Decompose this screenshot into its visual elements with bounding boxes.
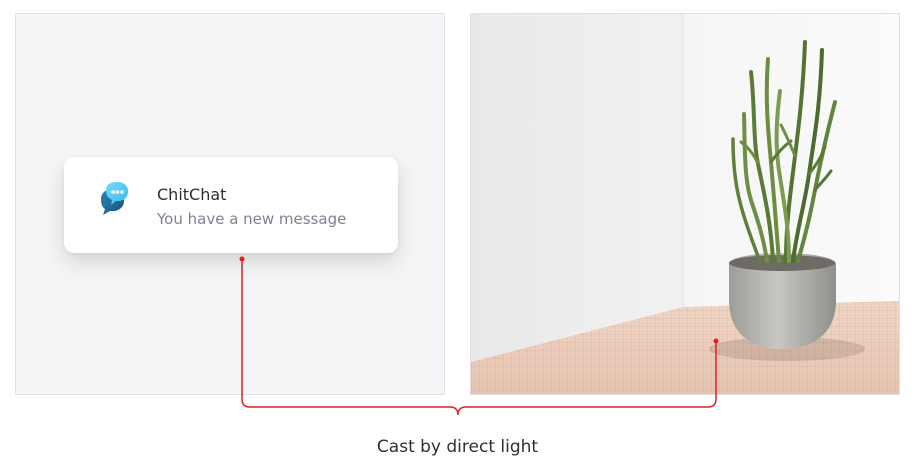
notification-card[interactable]: ChitChat You have a new message [64, 157, 398, 253]
photo-panel [470, 13, 900, 395]
notification-title: ChitChat [157, 185, 227, 204]
potted-plant-image [471, 14, 899, 394]
chat-bubbles-icon [101, 182, 128, 215]
diagram-caption: Cast by direct light [376, 437, 539, 457]
notification-panel: ChitChat You have a new message [15, 13, 445, 395]
notification-message: You have a new message [157, 210, 347, 228]
